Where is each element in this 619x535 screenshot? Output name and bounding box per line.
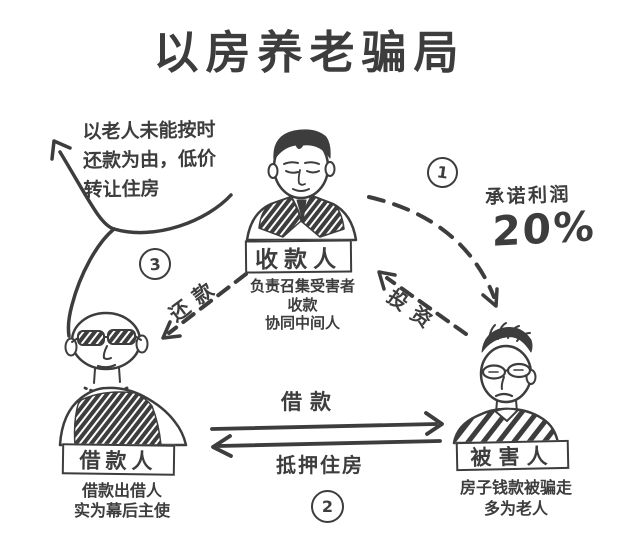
tank-top (73, 391, 162, 446)
borrower-illustration (58, 311, 188, 447)
transfer-house-arrow (50, 139, 233, 338)
suit-lapel (258, 196, 302, 238)
loan-arrow (210, 411, 444, 436)
suit-lapel (300, 195, 345, 238)
nose (500, 376, 505, 390)
ear (64, 337, 78, 357)
sunglasses-frame (71, 335, 142, 343)
collector-illustration (245, 129, 358, 242)
step-2-badge: 2 (311, 490, 344, 523)
victim-illustration (452, 322, 560, 445)
arrowhead-left (211, 434, 233, 458)
tie (296, 199, 307, 222)
hair-strands (488, 322, 531, 344)
glasses-bridge (504, 369, 509, 372)
borrower-description-line: 实为幕后主使 (73, 501, 170, 520)
mouth (292, 188, 310, 192)
victim-description-line: 多为老人 (483, 498, 548, 518)
borrower-description-line: 借款出借人 (81, 481, 162, 500)
collector-description-line: 负责召集受害者 (249, 277, 355, 295)
mortgage-arrow (211, 434, 442, 458)
page-title: 以房养老骗局 (153, 26, 466, 79)
sunglasses-lens (77, 330, 105, 346)
nose (297, 169, 306, 186)
transfer-house-note: 以老人未能按时 还款为由，低价 转让住房 (82, 116, 217, 205)
eyes (488, 369, 524, 373)
arrowhead-down-left (161, 320, 182, 340)
collector-description: 负责召集受害者 收款 协同中间人 (225, 277, 380, 333)
arrowhead-up-left (377, 270, 397, 291)
loan-label: 借款 (281, 390, 339, 414)
frown-mouth (494, 392, 514, 398)
repay-arrow (161, 272, 248, 340)
eyebrows (283, 161, 320, 165)
borrower-description: 借款出借人 实为幕后主使 (42, 481, 202, 521)
victim-description: 房子钱款被骗走 多为老人 (436, 478, 596, 519)
arrowhead-right (424, 411, 444, 436)
collar (494, 407, 519, 422)
mouth (96, 363, 117, 369)
collector-name-plate: 收款人 (244, 239, 353, 274)
arrowhead-down (481, 287, 499, 308)
mortgage-label: 抵押住房 (276, 453, 364, 477)
transfer-house-note-line: 还款为由，低价 (82, 147, 217, 173)
arrowhead-up-left (50, 139, 72, 161)
transfer-house-note-line: 转让住房 (83, 177, 160, 202)
transfer-house-note-line: 以老人未能按时 (82, 118, 216, 144)
sunglasses-lens (107, 329, 136, 345)
ear (324, 161, 336, 177)
neck (93, 367, 121, 384)
victim-name-plate: 被害人 (455, 439, 570, 472)
nose (102, 345, 112, 360)
promise-profit-value: 20% (491, 202, 597, 256)
borrower-name-plate: 借款人 (61, 443, 176, 476)
promise-arrow (367, 195, 499, 308)
collector-description-line: 协同中间人 (264, 314, 340, 332)
collector-description-line: 收款 (287, 295, 318, 314)
victim-description-line: 房子钱款被骗走 (459, 478, 572, 497)
closed-eyes (285, 170, 320, 174)
invest-arrow (377, 270, 468, 336)
ear (267, 163, 279, 179)
collector-hair (273, 129, 331, 161)
